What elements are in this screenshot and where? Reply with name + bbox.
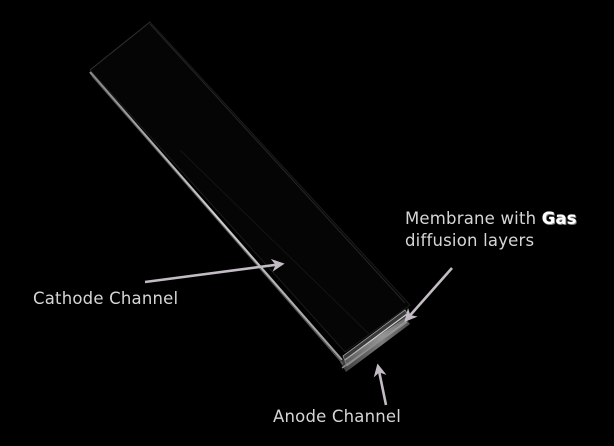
membrane-label: Membrane with Gas diffusion layers bbox=[405, 208, 577, 252]
channel-bottom-edge bbox=[341, 321, 408, 369]
cathode-arrow bbox=[144, 258, 285, 284]
channel-block bbox=[89, 21, 411, 372]
channel-left-edge bbox=[89, 71, 343, 361]
channel-inner-edge bbox=[149, 23, 406, 304]
anode-arrow bbox=[373, 363, 388, 406]
membrane-label-line2: diffusion layers bbox=[405, 231, 535, 250]
channel-inner-edge-2 bbox=[179, 149, 371, 336]
membrane-label-emphasis: Gas bbox=[541, 209, 577, 228]
channel-top-edge bbox=[89, 21, 151, 71]
channel-left-edge-shadow bbox=[91, 75, 344, 365]
membrane-label-prefix: Membrane with bbox=[405, 209, 542, 228]
membrane-arrow bbox=[404, 267, 453, 322]
anode-channel-label: Anode Channel bbox=[273, 407, 402, 426]
cathode-channel-label: Cathode Channel bbox=[33, 289, 179, 308]
